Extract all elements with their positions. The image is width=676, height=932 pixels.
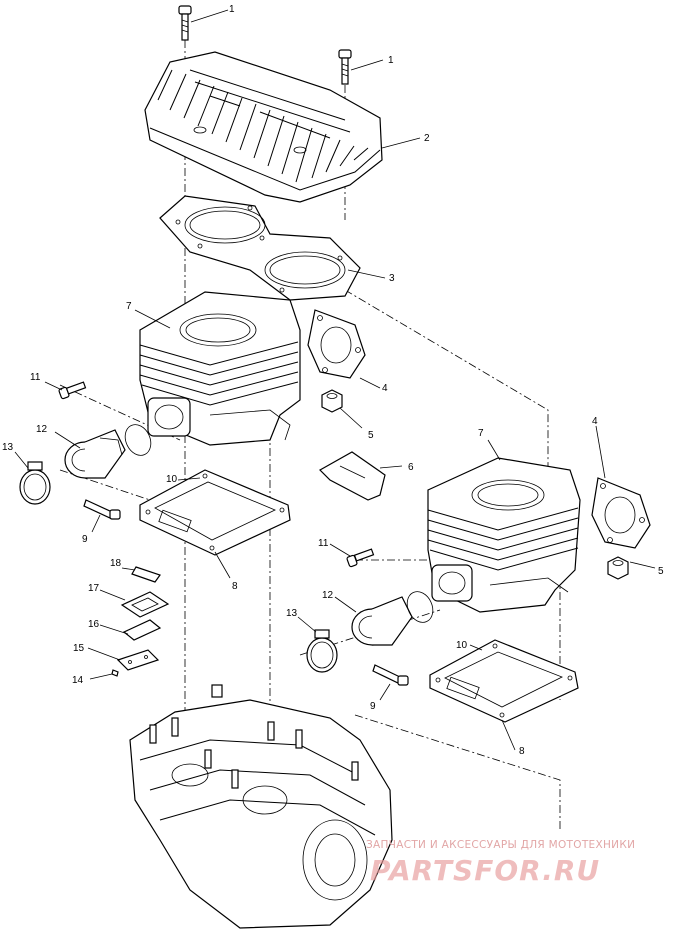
leader-lines [14,9,656,751]
base-gasket-left [139,469,291,556]
callout-18: 18 [110,558,122,569]
callout-8: 8 [232,581,238,592]
reed-screw [111,669,119,677]
intake-boot-left [64,429,126,479]
callout-5: 5 [368,430,374,441]
reed-stopper-plate [116,649,160,671]
reed-petal [122,619,162,641]
o-ring-left [124,424,152,456]
callout-10: 10 [456,640,468,651]
stud-bolt-right [372,664,409,686]
cylinder-right [427,457,581,613]
watermark: ЗАПЧАСТИ И АКСЕССУАРЫ ДЛЯ МОТОТЕХНИКИ PA… [366,839,635,887]
reed-valve-cage [120,591,170,618]
callout-1: 1 [388,55,394,66]
callout-labels: 1 1 2 3 7 4 11 5 12 13 10 6 7 4 9 8 5 11… [2,4,664,757]
callout-8: 8 [519,746,525,757]
intake-screw-left [58,381,87,400]
intake-screw-right [346,548,375,568]
callout-4: 4 [382,383,388,394]
exhaust-gasket-left [307,309,366,379]
callout-4: 4 [592,416,598,427]
hose-clamp-right [306,629,338,673]
reed-valve-stop [131,566,161,583]
callout-12: 12 [36,424,48,435]
nut-left [321,389,343,413]
callout-1: 1 [229,4,235,15]
callout-13: 13 [2,442,14,453]
callout-7: 7 [126,301,132,312]
watermark-brand: PARTSFOR.RU [370,854,600,887]
cylinder-head-bolt-right [338,49,352,85]
callout-9: 9 [370,701,376,712]
watermark-tagline: ЗАПЧАСТИ И АКСЕССУАРЫ ДЛЯ МОТОТЕХНИКИ [366,839,635,851]
cylinder-head-bolt-left [178,5,192,41]
stud-bolt-left [83,499,121,520]
callout-14: 14 [72,675,84,686]
head-gasket [159,195,361,301]
callout-7: 7 [478,428,484,439]
o-ring-right [406,591,434,623]
intake-boot-right [351,596,413,646]
base-gasket-right [429,639,579,723]
callout-6: 6 [408,462,414,473]
callout-13: 13 [286,608,298,619]
callout-9: 9 [82,534,88,545]
callout-10: 10 [166,474,178,485]
callout-3: 3 [389,273,395,284]
exhaust-gasket-right [591,477,651,549]
callout-2: 2 [424,133,430,144]
nut-right [607,556,629,580]
cylinder-left [139,291,301,446]
hose-clamp-left [19,461,51,505]
exhaust-cover-plate [319,451,386,501]
crankcase [129,684,393,929]
callout-16: 16 [88,619,100,630]
callout-12: 12 [322,590,334,601]
callout-17: 17 [88,583,100,594]
callout-5: 5 [658,566,664,577]
callout-11: 11 [30,372,41,383]
callout-15: 15 [73,643,85,654]
cylinder-head [144,51,383,203]
callout-11: 11 [318,538,329,549]
